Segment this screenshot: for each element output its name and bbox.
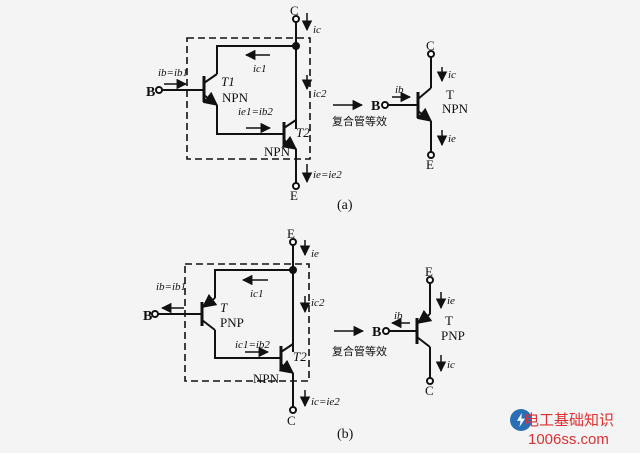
eq-label-type-b: PNP [441, 328, 465, 343]
eq-label-c-b: C [425, 383, 434, 398]
label-ic1-ib2-b: ic1=ib2 [235, 339, 270, 351]
eq-label-ic-b: ic [447, 359, 455, 371]
equiv-label-a: 复合管等效 [332, 114, 387, 128]
label-ic-a: ic [313, 24, 321, 36]
eq-collector-terminal-a [427, 50, 435, 58]
label-ic1-b: ic1 [250, 288, 263, 300]
lightning-logo-icon [510, 409, 532, 431]
base-terminal-a [155, 86, 163, 94]
label-ie-ie2-a: ie=ie2 [313, 169, 342, 181]
label-c-b: C [287, 413, 296, 428]
site-watermark: 电工基础知识 1006ss.com [508, 403, 640, 453]
label-t1-a: T1 [221, 74, 235, 89]
label-t2-a: T2 [296, 125, 310, 140]
t-emitter-wire-b [214, 269, 293, 298]
eq-label-t-a: T [446, 87, 454, 102]
eq-emitter-terminal-a [427, 151, 435, 159]
label-e-b: E [287, 226, 295, 241]
emitter-terminal-a [292, 182, 300, 190]
watermark-site-url: 1006ss.com [528, 431, 609, 448]
t1-emitter-a [202, 91, 219, 106]
label-ic2-a: ic2 [313, 88, 327, 100]
eq-emitter-b [416, 309, 433, 324]
eq-label-ic-a: ic [448, 69, 456, 81]
label-ic-ie2-b: ic=ie2 [311, 396, 340, 408]
label-ib-ib1-a: ib=ib1 [158, 67, 188, 79]
eq-label-type-a: NPN [442, 101, 469, 116]
t2-emitter-b [278, 359, 295, 374]
junction-dot-b [289, 266, 297, 274]
label-b-a: B [146, 85, 155, 100]
watermark-site-name: 电工基础知识 [524, 411, 615, 429]
label-b-b: B [143, 309, 152, 324]
collector-terminal-b [289, 406, 297, 414]
eq-label-ie-a: ie [448, 133, 456, 145]
dashed-enclosure-a [186, 37, 311, 160]
eq-collector-terminal-b [426, 377, 434, 385]
caption-b: (b) [337, 427, 354, 442]
label-ie-b: ie [311, 248, 319, 260]
eq-emitter-terminal-b [426, 276, 434, 284]
eq-label-ib-a: ib [395, 84, 404, 96]
labels-a: C ic ic1 ic2 ib=ib1 B T1 NPN ie1=ib2 T2 … [146, 3, 469, 213]
eq-label-e-a: E [426, 157, 434, 172]
t1-collector-a [203, 73, 218, 84]
t1-emitter-wire-a [216, 105, 284, 135]
t1-collector-wire-a [216, 45, 296, 74]
label-e-a: E [290, 188, 298, 203]
eq-label-b-b: B [372, 325, 381, 340]
label-ic1-a: ic1 [253, 63, 266, 75]
label-c-a: C [290, 3, 299, 18]
caption-a: (a) [337, 198, 353, 213]
junction-dot-a [292, 42, 300, 50]
t-collector-wire-b [214, 330, 281, 359]
emitter-terminal-b [289, 238, 297, 246]
label-t2-b: T2 [293, 349, 307, 364]
eq-emitter-a [416, 107, 433, 122]
label-ic2-b: ic2 [311, 297, 325, 309]
label-t2-type-b: NPN [253, 371, 280, 386]
label-ib-ib1-b: ib=ib1 [156, 281, 186, 293]
eq-base-terminal-b [382, 327, 390, 335]
equiv-label-b: 复合管等效 [332, 344, 387, 358]
eq-collector-a [417, 87, 432, 100]
eq-label-b-a: B [371, 99, 380, 114]
t-collector-b [201, 319, 216, 331]
eq-base-terminal-a [381, 101, 389, 109]
eq-label-ib-b: ib [394, 310, 403, 322]
labels-b: E ie ic1 ic2 ib=ib1 B T PNP ic1=ib2 T2 N… [143, 226, 465, 442]
label-t-b: T [220, 300, 228, 315]
figure-a [155, 13, 448, 190]
label-ie1-ib2-a: ie1=ib2 [238, 106, 273, 118]
eq-collector-b [416, 336, 431, 348]
base-terminal-b [151, 310, 159, 318]
collector-terminal-a [292, 15, 300, 23]
eq-label-ie-b: ie [447, 295, 455, 307]
dashed-enclosure-b [184, 263, 310, 382]
t2-collector-a [283, 119, 297, 129]
t2-emitter-a [281, 135, 298, 150]
t2-collector-b [280, 343, 294, 353]
label-t-type-b: PNP [220, 315, 244, 330]
t-emitter-b [201, 293, 218, 308]
eq-label-c-a: C [426, 38, 435, 53]
eq-label-t-b: T [445, 313, 453, 328]
eq-label-e-b: E [425, 264, 433, 279]
figure-b [151, 238, 447, 414]
label-t1-type-a: NPN [222, 90, 249, 105]
label-t2-type-a: NPN [264, 144, 291, 159]
